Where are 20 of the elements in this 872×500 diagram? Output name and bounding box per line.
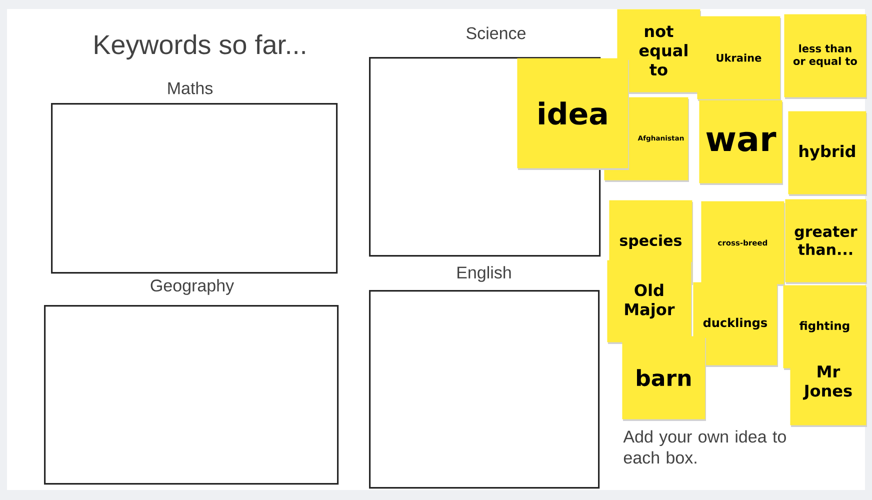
subject-box: Geography bbox=[44, 279, 339, 485]
node-label: Maths bbox=[168, 82, 213, 94]
instruction-text: Add your own idea to each box. bbox=[623, 430, 786, 464]
sticky-note: not equal to bbox=[617, 9, 701, 94]
subject-box: English bbox=[369, 266, 600, 489]
node-label: Geography bbox=[150, 279, 234, 295]
sticky-note: Old Major bbox=[607, 260, 692, 344]
node-label: Science bbox=[466, 26, 526, 40]
subject-box: Maths bbox=[51, 82, 338, 274]
sticky-note: Mr Jones bbox=[790, 340, 867, 427]
sticky-note: hybrid bbox=[788, 111, 867, 196]
sticky-note: greater than... bbox=[785, 199, 867, 284]
sticky-note: barn bbox=[622, 336, 706, 421]
title: Keywords so far... bbox=[94, 34, 305, 60]
sticky-note: ducklings bbox=[693, 282, 778, 367]
sticky-note: less than or equal to bbox=[784, 14, 867, 99]
sticky-note: war bbox=[699, 100, 783, 185]
node-label: English bbox=[458, 266, 511, 282]
sticky-note: Ukraine bbox=[697, 16, 781, 101]
sticky-note: idea bbox=[517, 58, 629, 170]
